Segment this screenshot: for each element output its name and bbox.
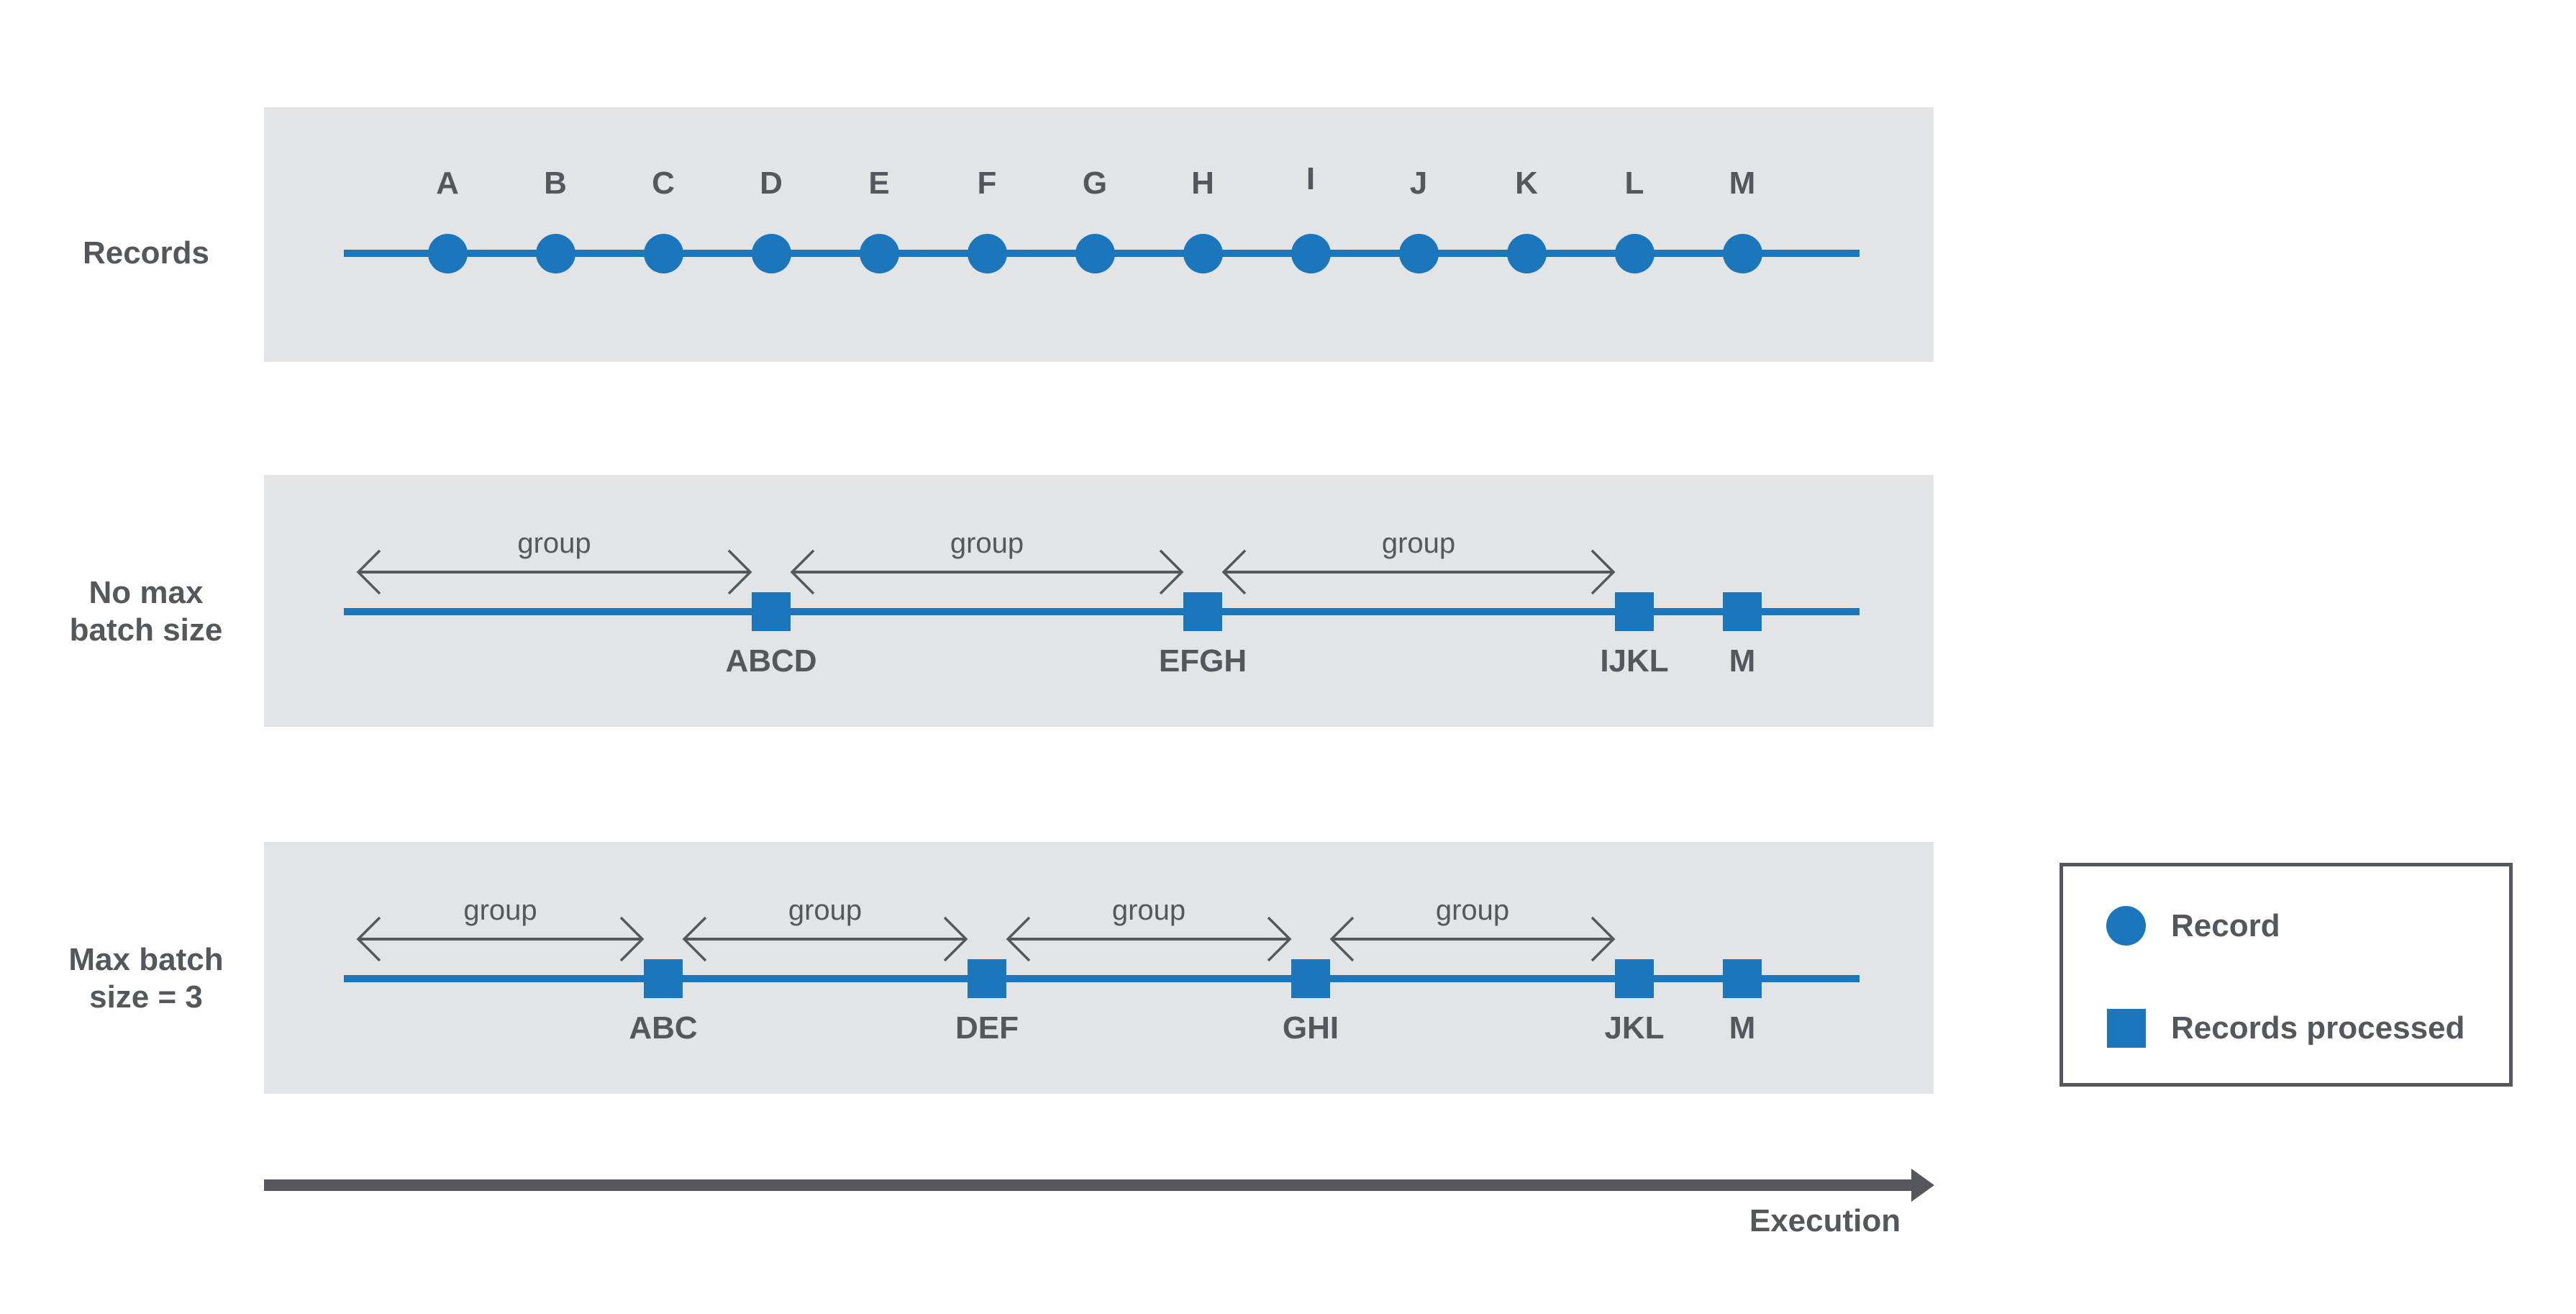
- row-label-no-max-batch-size: No max batch size: [69, 575, 223, 648]
- record-dot-H: [1183, 233, 1223, 273]
- record-dot-J: [1398, 233, 1439, 273]
- record-dot-M: [1722, 233, 1762, 273]
- group-label-max-batch-size-3-DEF: group: [788, 894, 863, 926]
- group-arrow-max-batch-size-3-GHI-stroke: [1006, 916, 1031, 962]
- group-arrow-max-batch-size-3-DEF-stroke: [682, 916, 707, 962]
- batch-label-GHI: GHI: [1282, 1010, 1339, 1046]
- batch-square-GHI: [1291, 959, 1330, 998]
- group-arrow-max-batch-size-3-ABC-stroke: [619, 916, 645, 962]
- record-letter-E: E: [868, 166, 890, 201]
- group-label-max-batch-size-3-ABC: group: [463, 894, 537, 926]
- group-arrow-max-batch-size-3-GHI: [1006, 916, 1292, 962]
- record-dot-I: [1291, 233, 1331, 273]
- batch-square-JKL: [1615, 959, 1654, 998]
- batch-label-DEF: DEF: [955, 1010, 1019, 1046]
- group-arrow-no-max-batch-size-EFGH: [790, 549, 1184, 595]
- group-arrow-max-batch-size-3-ABC: [356, 916, 645, 962]
- record-dot-C: [643, 233, 683, 273]
- band-max-batch-size-3: [264, 842, 1934, 1094]
- execution-label: Execution: [1749, 1203, 1901, 1238]
- legend-record-label: Record: [2171, 908, 2280, 943]
- group-arrow-max-batch-size-3-JKL-stroke: [1329, 916, 1355, 962]
- group-label-no-max-batch-size-EFGH: group: [950, 527, 1024, 559]
- record-letter-M: M: [1729, 166, 1756, 201]
- legend-box: Record Records processed: [2060, 863, 2513, 1087]
- record-dot-G: [1075, 233, 1115, 273]
- execution-arrow: [264, 1169, 1934, 1202]
- batch-label-ABC: ABC: [629, 1010, 698, 1046]
- row-label-records: Records: [82, 235, 210, 271]
- batch-square-EFGH: [1183, 592, 1222, 631]
- record-letter-K: K: [1515, 166, 1538, 201]
- record-letter-L: L: [1624, 166, 1644, 201]
- record-letter-D: D: [760, 166, 783, 201]
- group-label-max-batch-size-3-JKL: group: [1435, 894, 1510, 926]
- execution-arrowhead-icon: [1911, 1169, 1934, 1202]
- record-dot-E: [859, 233, 899, 273]
- record-letter-B: B: [544, 166, 567, 201]
- group-arrow-no-max-batch-size-ABCD-stroke: [727, 549, 752, 595]
- group-arrow-no-max-batch-size-IJKL-stroke: [1221, 549, 1247, 595]
- row-label-max-batch-size-3: Max batch size = 3: [68, 942, 224, 1015]
- group-arrow-no-max-batch-size-IJKL-stroke: [1590, 549, 1616, 595]
- record-letter-H: H: [1191, 166, 1214, 201]
- group-arrow-no-max-batch-size-ABCD: [356, 549, 752, 595]
- group-arrow-max-batch-size-3-JKL-stroke: [1590, 916, 1616, 962]
- legend-records-processed-square-icon: [2107, 1009, 2146, 1048]
- group-arrow-no-max-batch-size-EFGH-stroke: [1159, 549, 1184, 595]
- group-label-no-max-batch-size-ABCD: group: [517, 527, 591, 559]
- record-letter-J: J: [1409, 166, 1428, 201]
- record-letter-F: F: [977, 166, 997, 201]
- band-no-max-batch-size: [264, 475, 1934, 727]
- batch-label-JKL: JKL: [1604, 1010, 1665, 1046]
- record-dot-L: [1614, 233, 1655, 273]
- timeline-no-max-batch-size: [344, 608, 1860, 615]
- group-arrow-max-batch-size-3-DEF-stroke: [943, 916, 968, 962]
- record-dot-B: [535, 233, 575, 273]
- group-arrow-max-batch-size-3-GHI-stroke: [1267, 916, 1292, 962]
- record-letter-G: G: [1082, 166, 1108, 201]
- record-dot-F: [967, 233, 1007, 273]
- group-arrow-max-batch-size-3-ABC-stroke: [356, 916, 381, 962]
- record-letter-C: C: [652, 166, 675, 201]
- timeline-max-batch-size-3: [344, 975, 1860, 982]
- batch-square-IJKL: [1615, 592, 1654, 631]
- group-arrow-no-max-batch-size-EFGH-stroke: [790, 549, 815, 595]
- batch-label-ABCD: ABCD: [725, 643, 817, 679]
- record-letter-A: A: [436, 166, 459, 201]
- batch-square-DEF: [968, 959, 1006, 998]
- execution-arrow-shaft: [264, 1179, 1913, 1191]
- group-arrow-max-batch-size-3-JKL: [1329, 916, 1616, 962]
- group-arrow-max-batch-size-3-DEF: [682, 916, 968, 962]
- batch-label-EFGH: EFGH: [1158, 643, 1247, 679]
- group-arrow-no-max-batch-size-IJKL: [1221, 549, 1616, 595]
- batch-square-ABC: [644, 959, 683, 998]
- record-dot-D: [751, 233, 791, 273]
- record-dot-A: [427, 233, 468, 273]
- legend-records-processed-label: Records processed: [2171, 1010, 2465, 1046]
- batch-label-IJKL: IJKL: [1600, 643, 1669, 679]
- group-arrow-no-max-batch-size-ABCD-stroke: [356, 549, 381, 595]
- legend-record-circle-icon: [2106, 906, 2146, 946]
- batch-square-ABCD: [752, 592, 791, 631]
- batch-square-M: [1723, 959, 1762, 998]
- record-letter-I: I: [1306, 161, 1316, 196]
- group-label-max-batch-size-3-GHI: group: [1111, 894, 1186, 926]
- batch-square-M: [1723, 592, 1762, 631]
- batch-label-M: M: [1729, 1010, 1756, 1046]
- batch-label-M: M: [1729, 643, 1756, 679]
- group-label-no-max-batch-size-IJKL: group: [1381, 527, 1456, 559]
- record-dot-K: [1506, 233, 1547, 273]
